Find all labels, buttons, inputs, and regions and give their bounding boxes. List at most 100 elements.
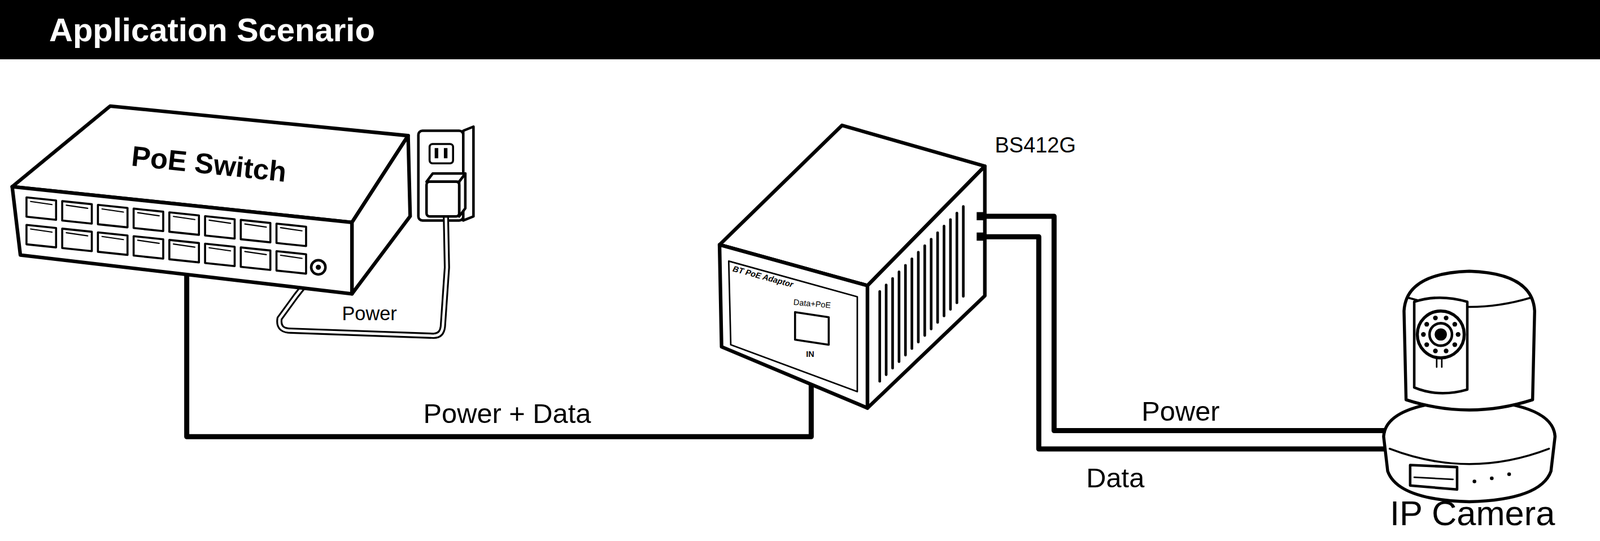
shape-part <box>97 232 128 256</box>
shape-part <box>1417 311 1465 359</box>
shape-part <box>942 226 946 317</box>
cord-label: Power <box>341 303 397 324</box>
shape-part <box>1389 448 1550 465</box>
shape-part <box>1436 359 1442 368</box>
shape-part <box>245 224 267 228</box>
shape-part <box>884 285 888 376</box>
shape-part <box>62 201 92 224</box>
shape-part <box>173 216 195 220</box>
shape-part <box>205 243 235 267</box>
shape-part <box>311 260 326 275</box>
cable <box>186 273 812 437</box>
power-plug <box>426 181 460 217</box>
shape-part <box>66 232 88 237</box>
shape-part <box>30 229 52 233</box>
shape-part <box>916 252 920 343</box>
shape-part <box>137 240 160 244</box>
shape-part <box>728 261 858 392</box>
shape-part <box>923 245 927 336</box>
shape-part <box>169 212 199 235</box>
shape-part <box>102 208 124 213</box>
shape-part <box>1455 332 1461 337</box>
shape-part <box>280 227 303 231</box>
cable-label: Data <box>1086 463 1145 492</box>
shape-part <box>240 247 270 270</box>
shape-part <box>280 255 303 259</box>
shape-part <box>1414 298 1468 394</box>
shape-part <box>351 135 411 294</box>
shape-part <box>1429 323 1453 347</box>
shape-part <box>62 228 92 252</box>
shape-part <box>315 264 321 270</box>
cable <box>981 236 1386 449</box>
cable-label: Power <box>1141 397 1220 426</box>
shape-part <box>137 212 160 217</box>
shape-part <box>1507 472 1512 477</box>
shape-part <box>26 224 56 248</box>
cable-label: Power + Data <box>423 399 592 427</box>
shape-part <box>891 278 895 369</box>
shape-part <box>1424 342 1429 348</box>
shape-part <box>1404 271 1535 411</box>
shape-part <box>208 247 231 252</box>
shape-part <box>936 232 940 323</box>
shape-part <box>1434 328 1447 342</box>
shape-part <box>66 205 88 209</box>
shape-part <box>30 201 52 206</box>
title-band: Application Scenario <box>0 0 1600 60</box>
shape-part <box>961 206 965 297</box>
wall-socket <box>429 144 454 164</box>
shape-part <box>897 272 901 363</box>
shape-part <box>1443 315 1449 321</box>
shape-part <box>276 251 307 274</box>
device-name: BS412G <box>995 134 1076 157</box>
shape-part <box>1452 342 1458 348</box>
shape-part <box>276 223 307 247</box>
shape-part <box>1432 349 1438 354</box>
shape-part <box>1452 321 1458 327</box>
shape-part <box>910 258 914 349</box>
shape-part <box>1443 349 1449 354</box>
socket-slot <box>434 147 439 159</box>
shape-part <box>97 205 128 228</box>
device-marking: IN <box>805 350 814 359</box>
shape-part <box>173 243 195 248</box>
socket-slot <box>443 147 448 159</box>
shape-part <box>878 291 882 382</box>
shape-part <box>169 240 199 263</box>
shape-part <box>904 265 908 356</box>
device-name: IP Camera <box>1389 495 1555 531</box>
shape-part <box>1489 476 1494 481</box>
shape-part <box>245 251 267 255</box>
shape-part <box>133 208 164 231</box>
shape-part <box>929 239 933 330</box>
shape-part <box>1420 332 1426 337</box>
title-text: Application Scenario <box>49 13 376 47</box>
shape-part <box>1472 480 1477 485</box>
cable <box>981 216 1386 431</box>
shape-part <box>208 220 231 224</box>
shape-part <box>1383 399 1556 503</box>
device-node: IP Camera <box>1372 267 1577 539</box>
shape-part <box>1414 477 1454 481</box>
shape-part <box>133 236 164 259</box>
switch-illustration <box>10 99 414 300</box>
shape-part <box>205 216 235 239</box>
shape-part <box>1432 315 1438 321</box>
shape-part <box>12 186 353 295</box>
shape-part <box>867 166 985 408</box>
shape-part <box>719 245 868 409</box>
shape-part <box>240 219 270 243</box>
shape-part <box>794 312 829 346</box>
shape-part <box>955 212 959 303</box>
shape-part <box>102 236 124 241</box>
shape-part <box>26 197 56 221</box>
shape-part <box>1424 321 1429 327</box>
device-node: PoE Switch <box>10 99 414 300</box>
shape-part <box>948 219 952 310</box>
shape-part <box>1410 465 1458 490</box>
